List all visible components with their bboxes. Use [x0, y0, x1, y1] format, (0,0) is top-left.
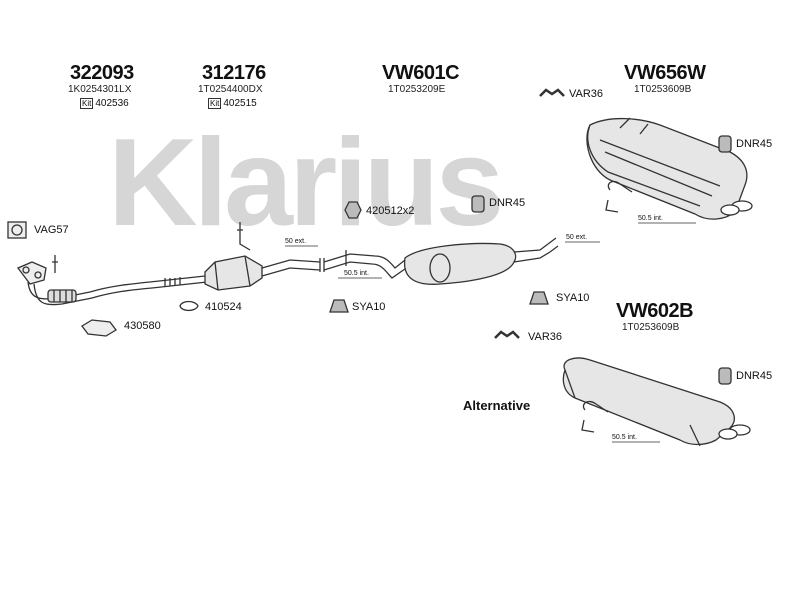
part-number-vw602b: VW602B — [616, 300, 694, 322]
fitting-vag57: VAG57 — [34, 224, 69, 236]
kit-tag: Kit — [80, 98, 94, 109]
part-ref-312176: 1T0254400DX — [198, 84, 263, 95]
centre-silencer-drawing — [403, 237, 559, 285]
fitting-dnr45-right: DNR45 — [736, 138, 773, 150]
fitting-icons — [7, 88, 732, 385]
part-ref-vw602b: 1T0253609B — [622, 322, 680, 333]
dimension-50ext-left: 50 ext. — [285, 238, 307, 245]
brand-watermark: Klarius — [108, 114, 504, 252]
fitting-dnr45-bottom: DNR45 — [736, 370, 773, 382]
front-pipe-drawing — [16, 255, 153, 306]
kit-number: 402536 — [95, 98, 129, 109]
part-ref-vw601c: 1T0253209E — [388, 84, 446, 95]
fitting-430580: 430580 — [124, 320, 161, 332]
part-number-vw601c: VW601C — [382, 62, 460, 84]
dimension-lines — [285, 222, 696, 443]
rear-silencer-drawing — [586, 117, 753, 220]
alternative-silencer-drawing — [562, 357, 751, 447]
dimension-50ext-right: 50 ext. — [566, 234, 588, 241]
part-number-322093: 322093 — [70, 62, 134, 84]
kit-322093: Kit 402536 — [80, 98, 129, 109]
fitting-sya10-right: SYA10 — [556, 292, 590, 304]
part-number-vw656w: VW656W — [624, 62, 706, 84]
alternative-label: Alternative — [463, 398, 531, 413]
fitting-sya10-left: SYA10 — [352, 301, 386, 313]
dimension-505int-mid: 50.5 int. — [344, 270, 369, 277]
middle-pipe-drawing — [261, 250, 413, 279]
part-number-312176: 312176 — [202, 62, 266, 84]
dimension-505int-top: 50.5 int. — [638, 215, 663, 222]
fitting-420512: 420512x2 — [366, 205, 415, 217]
kit-number: 402515 — [223, 98, 257, 109]
intermediate-pipe-drawing — [149, 275, 208, 289]
fitting-var36-bottom: VAR36 — [528, 331, 563, 343]
fitting-410524: 410524 — [205, 301, 242, 313]
dimension-505int-bottom: 50.5 int. — [612, 434, 637, 441]
fitting-var36-top: VAR36 — [569, 88, 604, 100]
part-ref-322093: 1K0254301LX — [68, 84, 132, 95]
part-ref-vw656w: 1T0253609B — [634, 84, 692, 95]
kit-312176: Kit 402515 — [208, 98, 257, 109]
fitting-dnr45-mid: DNR45 — [489, 197, 526, 209]
catalyst-drawing — [204, 222, 263, 291]
kit-tag: Kit — [208, 98, 222, 109]
